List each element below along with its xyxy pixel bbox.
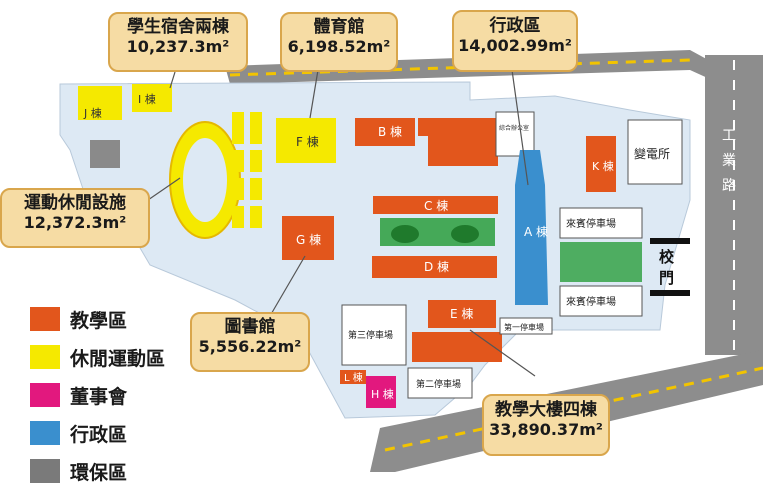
building-e-label: E 棟 bbox=[450, 306, 473, 321]
guest-parking-2 bbox=[559, 285, 643, 317]
building-d-label: D 棟 bbox=[424, 259, 449, 274]
building-c bbox=[373, 196, 498, 214]
building-j-label: J 棟 bbox=[83, 106, 102, 120]
legend-item: 教學區 bbox=[30, 300, 165, 338]
road-label-1: 工 bbox=[722, 128, 736, 144]
building-l-label: L 棟 bbox=[344, 371, 363, 384]
building-a-label: A 棟 bbox=[524, 224, 548, 239]
building-l bbox=[340, 370, 366, 384]
parking-1-label: 第一停車場 bbox=[504, 322, 544, 332]
building-e bbox=[428, 300, 496, 328]
legend-label: 教學區 bbox=[70, 309, 128, 332]
building-h bbox=[366, 376, 396, 408]
callout-library-title: 圖書館 bbox=[224, 317, 276, 337]
power-station bbox=[627, 119, 683, 185]
callout-gym-area: 6,198.52m² bbox=[287, 36, 391, 56]
sports-courts bbox=[232, 112, 262, 228]
road-label-2: 業 bbox=[722, 153, 736, 169]
callout-gym-title: 體育館 bbox=[313, 17, 365, 37]
building-k-label: K 棟 bbox=[592, 159, 614, 173]
callout-teaching-area: 33,890.37m² bbox=[489, 419, 603, 439]
callout-dorm-title: 學生宿舍兩棟 bbox=[127, 17, 229, 37]
callout-sports: 運動休閒設施 12,372.3m² bbox=[0, 188, 150, 248]
legend-swatch-admin bbox=[30, 421, 60, 445]
callout-teaching-title: 教學大樓四棟 bbox=[495, 400, 597, 420]
parking-1 bbox=[499, 317, 553, 335]
building-c-label: C 棟 bbox=[424, 198, 448, 213]
legend-label: 行政區 bbox=[70, 423, 128, 446]
building-d bbox=[372, 256, 497, 278]
callout-dorm-area: 10,237.3m² bbox=[126, 36, 230, 56]
callout-sports-title: 運動休閒設施 bbox=[24, 193, 126, 213]
callout-gym: 體育館 6,198.52m² bbox=[280, 12, 398, 72]
map-legend: 教學區 休閒運動區 董事會 行政區 環保區 bbox=[30, 300, 165, 490]
building-f-label: F 棟 bbox=[296, 134, 319, 149]
building-b-label: B 棟 bbox=[378, 124, 402, 139]
callout-dorm: 學生宿舍兩棟 10,237.3m² bbox=[108, 12, 248, 72]
legend-label: 休閒運動區 bbox=[70, 347, 166, 370]
legend-swatch-env bbox=[30, 459, 60, 483]
legend-swatch-board bbox=[30, 383, 60, 407]
recycle-area bbox=[90, 140, 120, 168]
callout-library-area: 5,556.22m² bbox=[198, 336, 302, 356]
legend-label: 環保區 bbox=[70, 461, 128, 484]
dorm-buildings: J 棟 I 棟 bbox=[78, 84, 172, 120]
building-a bbox=[515, 150, 548, 305]
legend-swatch-leisure bbox=[30, 345, 60, 369]
parking-3 bbox=[341, 304, 407, 366]
callout-admin-title: 行政區 bbox=[489, 16, 541, 36]
gate-label-1: 校 bbox=[659, 248, 675, 266]
legend-item: 休閒運動區 bbox=[30, 338, 165, 376]
guest-parking-1 bbox=[559, 207, 643, 239]
parking-2 bbox=[407, 367, 473, 399]
power-station-label: 變電所 bbox=[634, 146, 670, 161]
legend-swatch-teaching bbox=[30, 307, 60, 331]
legend-item: 董事會 bbox=[30, 376, 165, 414]
admin-small-label: 綜合辦公室 bbox=[499, 124, 529, 132]
building-g-label: G 棟 bbox=[296, 232, 321, 247]
legend-label: 董事會 bbox=[70, 385, 128, 408]
callout-admin-area: 14,002.99m² bbox=[458, 35, 572, 55]
callout-teaching: 教學大樓四棟 33,890.37m² bbox=[482, 394, 610, 456]
building-i-label: I 棟 bbox=[138, 92, 156, 106]
callout-sports-area: 12,372.3m² bbox=[23, 212, 127, 232]
parking-3-label: 第三停車場 bbox=[348, 329, 393, 341]
legend-item: 行政區 bbox=[30, 414, 165, 452]
building-k bbox=[586, 136, 616, 192]
legend-item: 環保區 bbox=[30, 452, 165, 490]
building-g bbox=[282, 216, 334, 260]
gate-label-2: 門 bbox=[659, 269, 674, 287]
guest-parking-2-label: 來賓停車場 bbox=[566, 295, 616, 308]
road-label-3: 路 bbox=[722, 178, 736, 194]
guest-parking-1-label: 來賓停車場 bbox=[566, 217, 616, 230]
parking-2-label: 第二停車場 bbox=[416, 378, 461, 390]
building-f bbox=[276, 118, 336, 163]
callout-pointers bbox=[147, 69, 536, 377]
callout-library: 圖書館 5,556.22m² bbox=[190, 312, 310, 372]
callout-admin: 行政區 14,002.99m² bbox=[452, 10, 578, 72]
building-b bbox=[355, 118, 498, 166]
building-h-label: H 棟 bbox=[371, 387, 394, 401]
sports-track bbox=[169, 121, 241, 239]
